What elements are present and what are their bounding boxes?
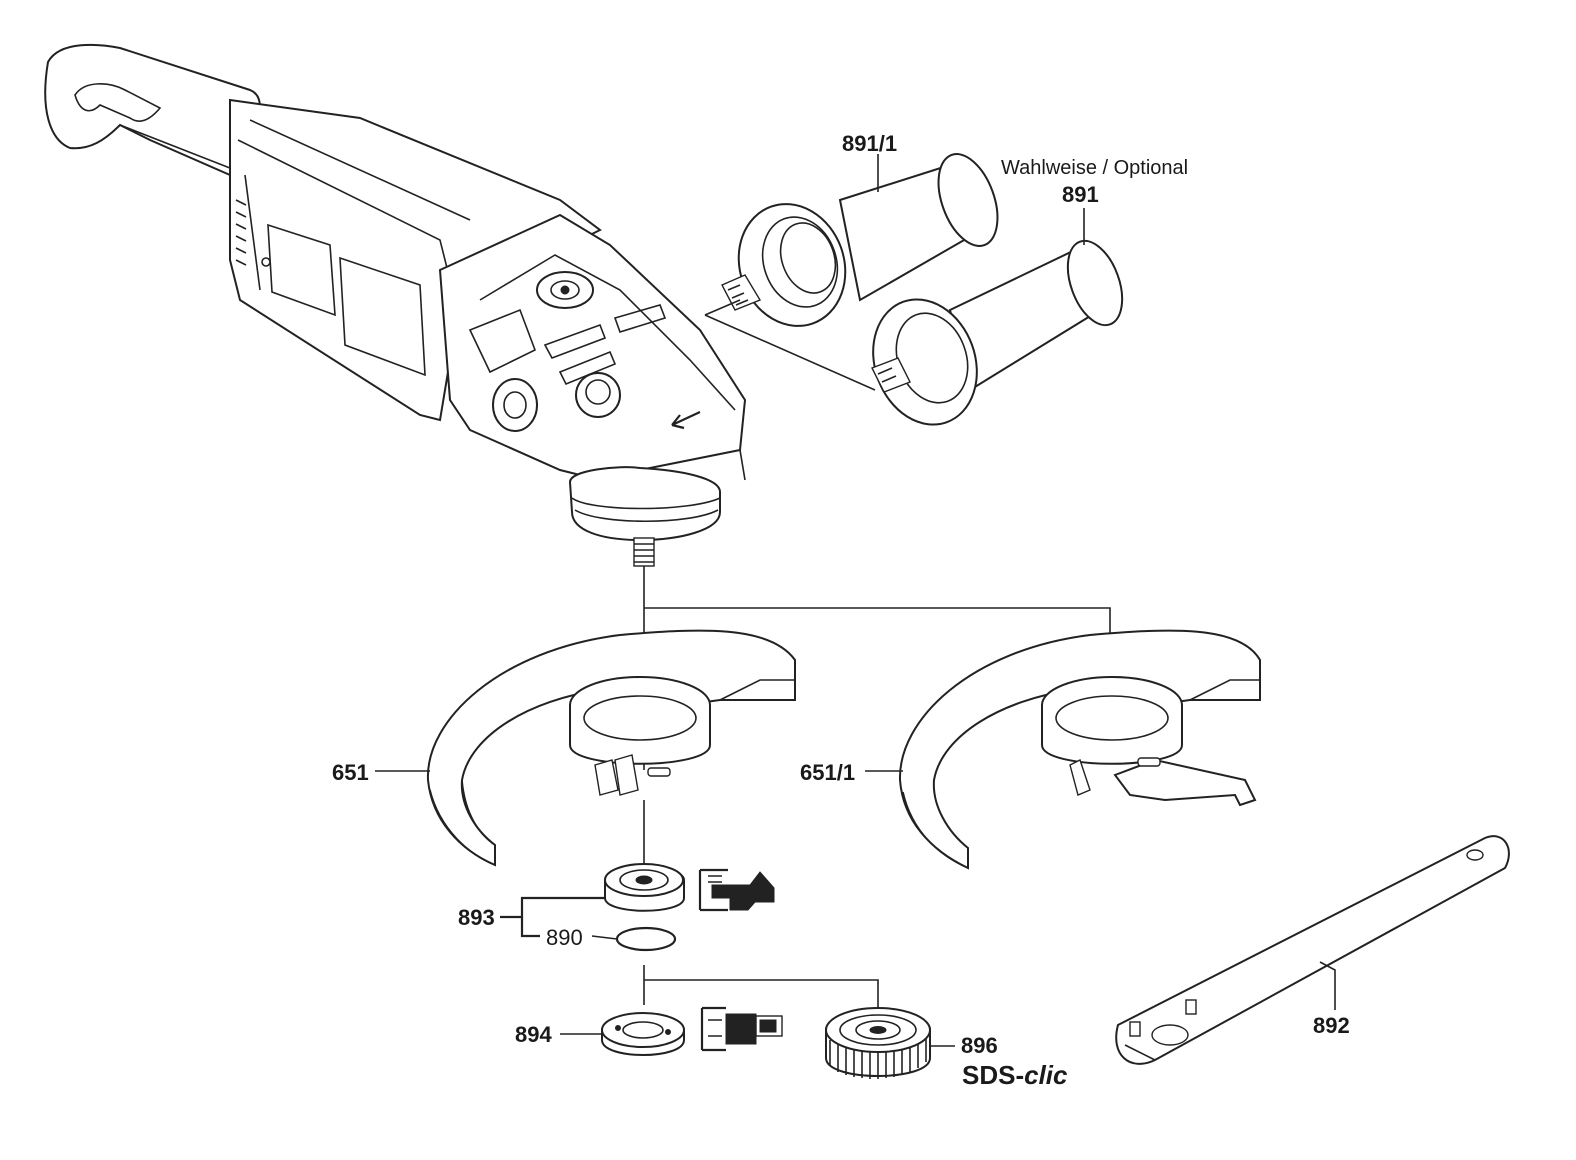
label-890: 890 [546,925,583,950]
nut-orientation-icon [700,1006,783,1052]
mounting-flange [604,863,685,912]
part-labels: 891/1 Wahlweise / Optional 891 651 651/1… [332,131,1350,1090]
brand-sds-clic: SDS-clic [962,1060,1068,1090]
auxiliary-handle-891-1 [721,153,999,327]
flange-orientation-icon [698,868,775,912]
o-ring-890 [615,926,677,952]
label-896: 896 [961,1033,998,1058]
label-894: 894 [515,1022,552,1047]
vent-slots [235,199,247,266]
label-651: 651 [332,760,369,785]
auxiliary-handle-891 [871,239,1124,426]
brand-prefix: SDS- [962,1060,1024,1090]
angle-grinder-body [44,43,747,567]
wheel-guard-651-1 [898,629,1261,870]
label-891-1: 891/1 [842,131,897,156]
label-892: 892 [1313,1013,1350,1038]
two-pin-spanner [1115,835,1510,1065]
label-optional-note: Wahlweise / Optional [1001,157,1188,179]
quick-clamp-nut [825,1007,931,1079]
label-891: 891 [1062,182,1099,207]
label-893: 893 [458,905,495,930]
clamp-nut [601,1012,685,1056]
wheel-guard-651 [426,629,796,867]
label-651-1: 651/1 [800,760,855,785]
brand-suffix: clic [1024,1060,1068,1090]
